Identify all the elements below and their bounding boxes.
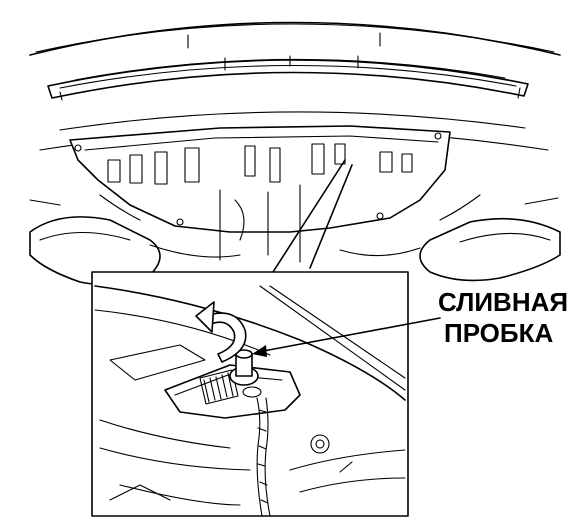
- callout-line-1: СЛИВНАЯ: [438, 287, 568, 317]
- detail-inset: [91, 271, 441, 517]
- vehicle-underside: [29, 21, 561, 301]
- drain-plug: [229, 349, 262, 398]
- rotation-arrow-icon: [195, 301, 247, 363]
- pointer-line: [257, 317, 441, 353]
- bumper-edge: [35, 23, 555, 53]
- callout-line-2: ПРОБКА: [444, 318, 553, 348]
- right-subframe: [419, 217, 561, 282]
- engine-undercover: [69, 125, 451, 233]
- drain-plug-callout: СЛИВНАЯ ПРОБКА: [438, 287, 568, 348]
- oil-stream: [256, 397, 271, 517]
- inset-panel-edge: [94, 285, 406, 401]
- undercover-vents: [107, 143, 413, 185]
- plug-seat-hatch: [199, 369, 239, 405]
